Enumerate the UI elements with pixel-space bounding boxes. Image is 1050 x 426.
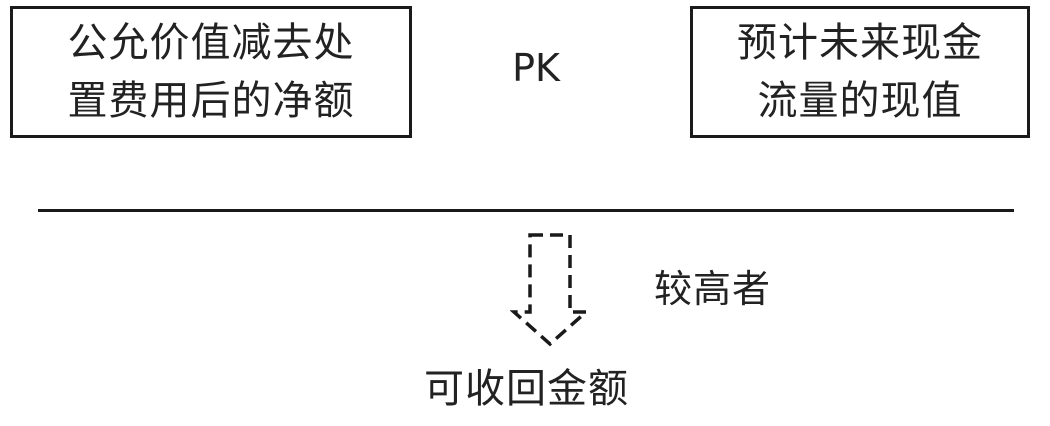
present-value-cash-flows-box: 预计未来现金 流量的现值 [690,6,1030,138]
recoverable-amount-label: 可收回金额 [424,366,629,412]
fair-value-less-costs-line-2: 置费用后的净额 [67,78,355,124]
dashed-down-arrow-icon [510,233,590,347]
higher-of-label: 较高者 [654,267,772,311]
fair-value-less-costs-box: 公允价值减去处 置费用后的净额 [10,6,412,138]
present-value-cash-flows-line-2: 流量的现值 [757,78,963,124]
pk-label: PK [512,46,560,90]
divider-line [38,209,1014,212]
present-value-cash-flows-line-1: 预计未来现金 [737,20,983,66]
fair-value-less-costs-line-1: 公允价值减去处 [67,20,355,66]
